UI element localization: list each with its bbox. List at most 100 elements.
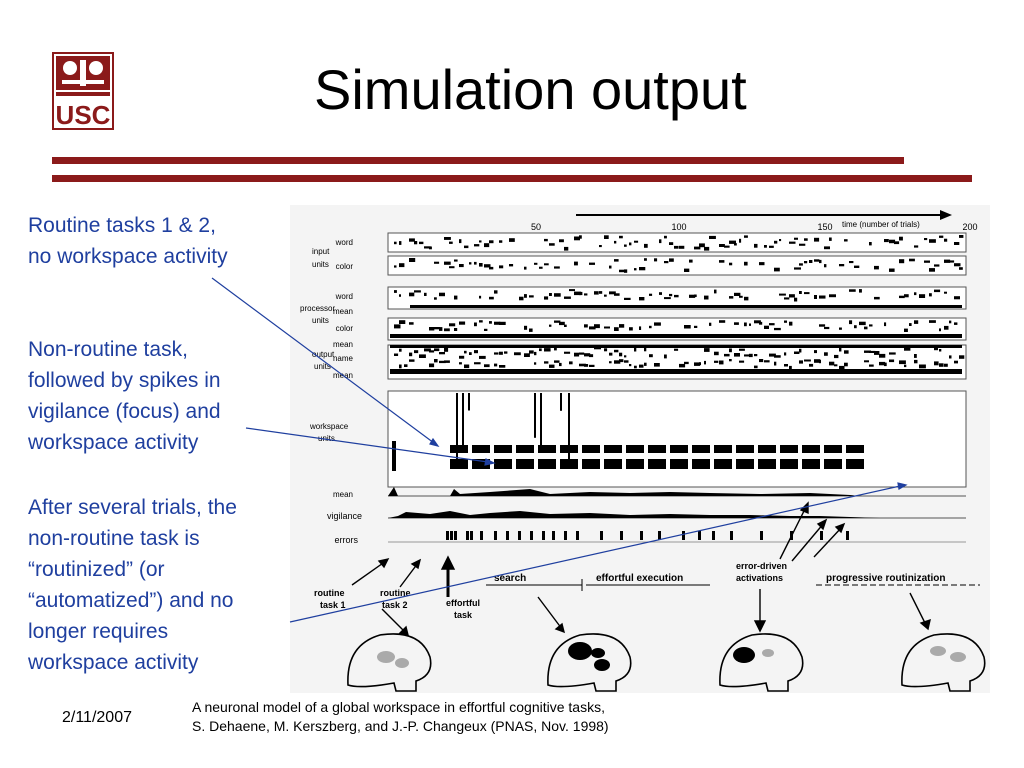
raster-mark [569,361,573,365]
raster-mark [789,241,796,244]
raster-mark [544,238,548,242]
raster-mark [899,295,905,299]
raster-mark [509,264,514,267]
raster-mark [634,347,637,352]
raster-mark [459,264,464,268]
workspace-block [758,459,776,469]
raster-mark [574,291,581,296]
error-tick [576,531,579,540]
raster-mark [664,261,669,264]
raster-mark [544,348,551,352]
raster-mark [869,324,873,327]
raster-mark [459,355,465,359]
raster-mark [739,348,745,351]
raster-mark [394,324,401,329]
raster-mark [789,365,792,370]
raster-mark [629,327,633,331]
annotation-routine: Routine tasks 1 & 2, no workspace activi… [28,210,296,272]
raster-mark [719,260,725,263]
raster-mark [939,363,944,367]
raster-mark [444,348,449,352]
workspace-block [648,445,666,453]
raster-mark [414,290,421,293]
raster-mark [679,363,686,368]
raster-mark [799,243,806,246]
raster-mark [884,362,887,367]
raster-mark [649,354,653,358]
raster-mark [479,295,482,299]
raster-mark [689,259,693,263]
raster-mark [654,322,661,326]
raster-mark [479,355,486,359]
raster-mark [484,328,488,331]
raster-mark [784,364,788,367]
raster-mark [649,325,652,329]
raster-mark [829,361,835,366]
raster-mark [809,260,813,263]
phase-label-search: search [494,573,526,584]
raster-mark [654,363,660,367]
raster-mark [469,352,472,355]
raster-mark [569,289,575,292]
raster-mark [804,359,811,362]
raster-mark [464,350,467,354]
raster-mark [579,363,586,367]
raster-mark [564,324,567,327]
error-tick [658,531,661,540]
raster-mark [734,292,741,296]
raster-mark [889,268,895,272]
raster-mark [914,320,919,324]
raster-mark [694,246,701,250]
arrow-head [398,625,409,636]
raster-mark [814,259,820,262]
annotation-line: vigilance (focus) and [28,400,221,423]
row-label-vigilance: vigilance [327,511,362,521]
raster-mark [899,259,905,264]
raster-mark [614,349,619,353]
workspace-block [648,459,666,469]
raster-mark [719,244,725,247]
raster-mark [499,265,504,269]
raster-mark [414,241,418,245]
raster-mark [864,350,871,353]
raster-mark [494,363,498,367]
workspace-block [758,445,776,453]
raster-mark [579,291,583,296]
raster-mark [844,350,849,354]
raster-mark [814,359,821,363]
brain-region [395,658,409,668]
raster-mark [934,289,941,293]
error-tick [466,531,469,540]
raster-mark [479,240,482,243]
raster-mark [864,360,869,363]
raster-mark [474,350,478,354]
raster-mark [774,361,777,366]
workspace-block [692,459,710,469]
workspace-block [802,459,820,469]
raster-mark [929,268,935,272]
raster-mark [469,262,472,265]
group-label-processor: processor [300,304,335,313]
raster-mark [779,293,786,296]
raster-mark [899,236,903,241]
raster-mark [504,351,508,354]
raster-mark [634,268,637,271]
raster-mark [639,297,645,301]
raster-mark [614,240,617,244]
raster-mark [954,360,958,364]
slide-date: 2/11/2007 [62,709,132,726]
raster-mark [544,296,549,300]
workspace-spike [540,393,542,450]
raster-mark [769,245,774,248]
raster-mark [559,239,564,243]
phase-label-routine2: routine [380,588,411,598]
raster-mark [599,291,603,294]
raster-mark [584,353,591,357]
raster-mark [839,347,842,352]
raster-mark [749,353,753,358]
error-tick [600,531,603,540]
raster-mark [954,242,960,245]
raster-mark [864,326,868,330]
brain-icon [347,633,432,692]
raster-mark [739,295,743,298]
